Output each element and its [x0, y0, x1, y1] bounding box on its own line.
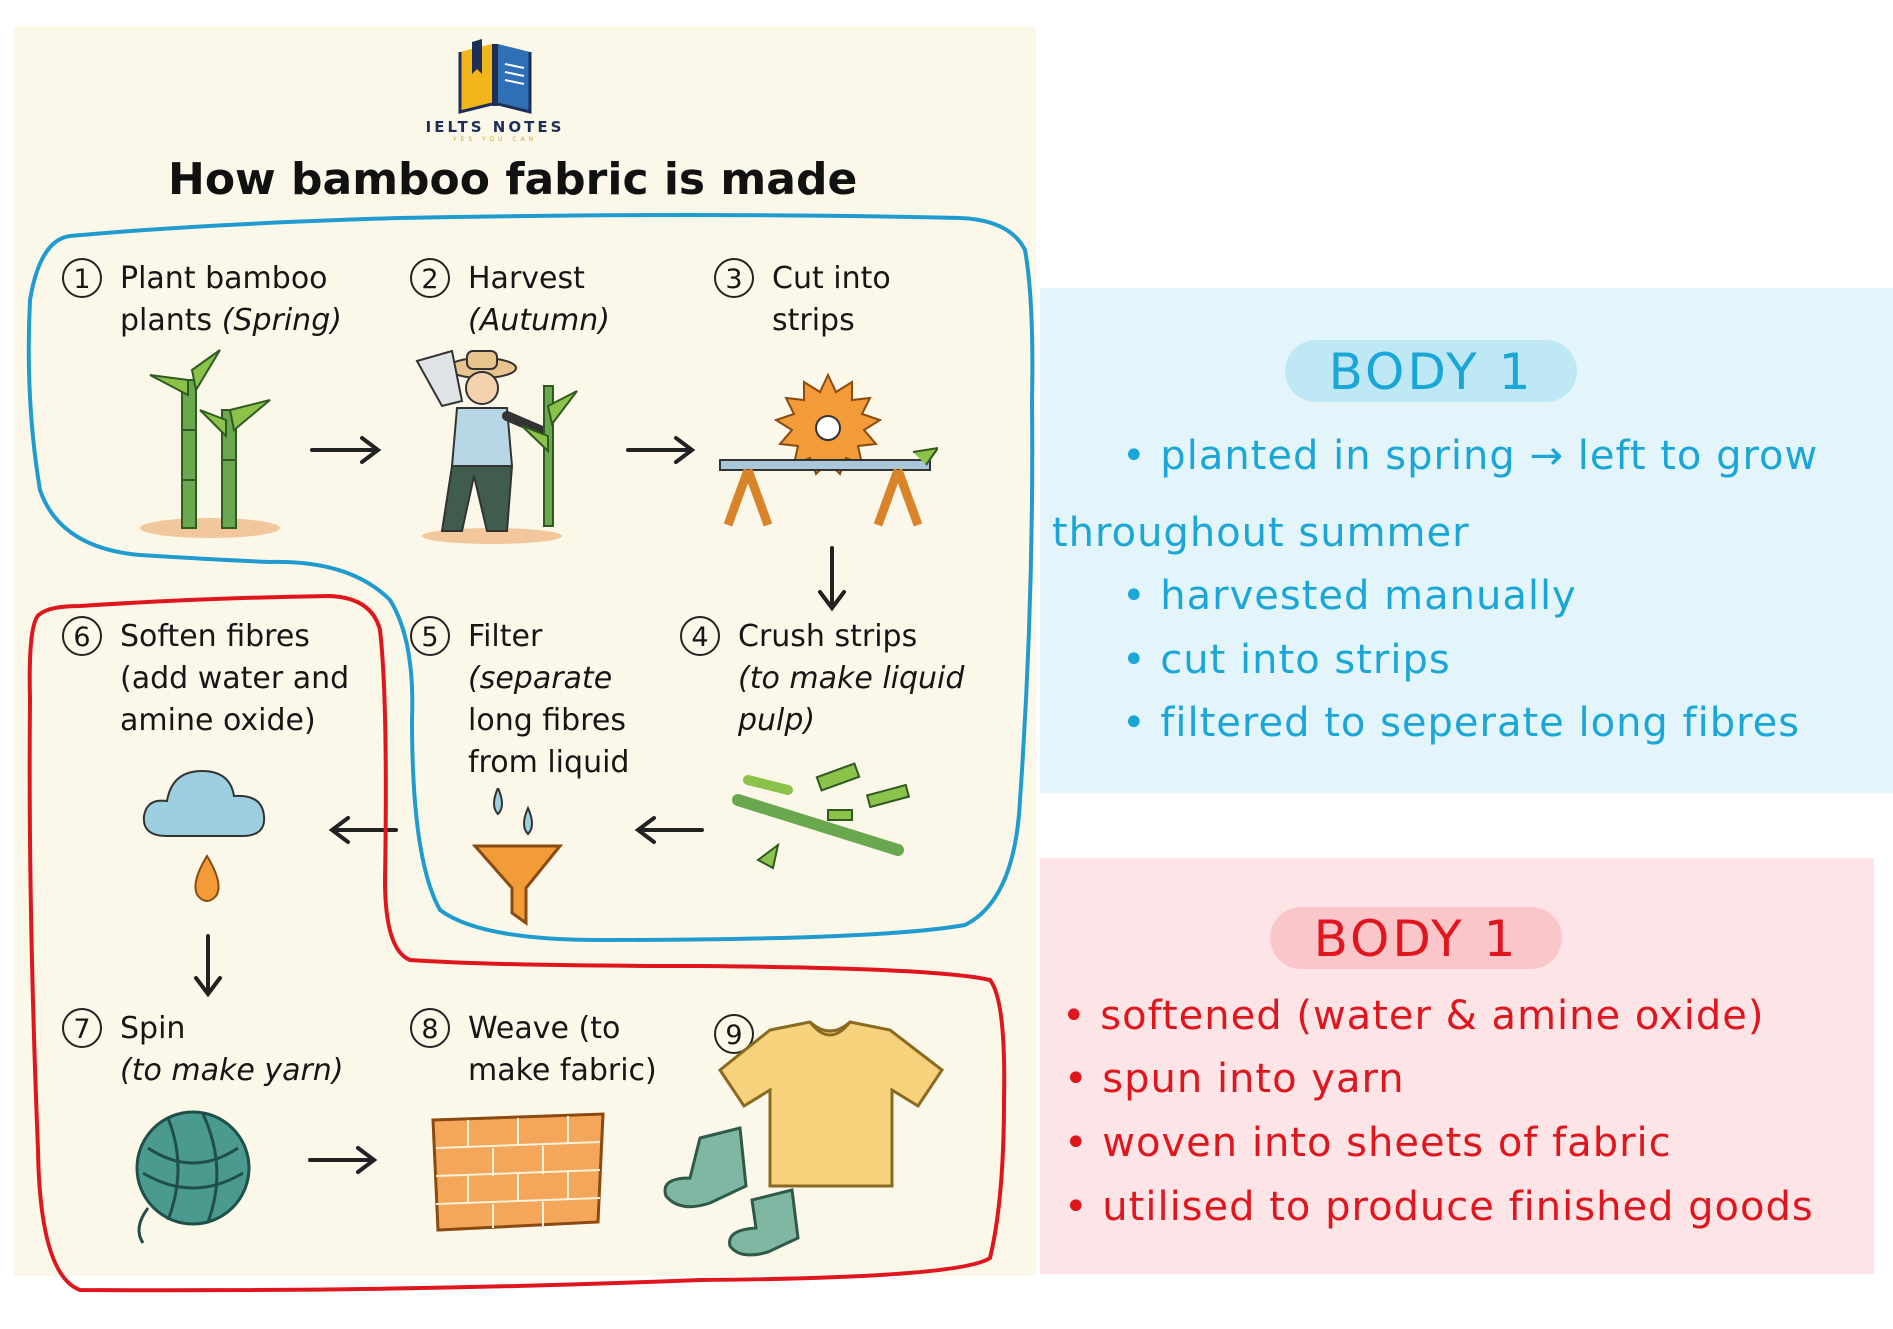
- brand-name: IELTS NOTES: [425, 118, 565, 136]
- farmer-harvesting-icon: [415, 349, 578, 544]
- step-7-detail: (to make yarn): [120, 1053, 344, 1088]
- step-6-line2: (add water and: [120, 661, 350, 696]
- step-3-line1: Cut into: [772, 261, 891, 296]
- woven-fabric-icon: [431, 1112, 605, 1232]
- blue-note-line-3: • harvested manually: [1122, 573, 1577, 619]
- red-note-line-3: • woven into sheets of fabric: [1064, 1120, 1672, 1166]
- step-1-line1: Plant bamboo: [120, 261, 328, 296]
- yarn-ball-icon: [135, 1110, 251, 1244]
- step-8-number: 8: [410, 1008, 450, 1048]
- red-note-line-2: • spun into yarn: [1064, 1056, 1405, 1102]
- step-8-line1: Weave (to: [468, 1011, 621, 1046]
- blue-note-line-4: • cut into strips: [1122, 637, 1451, 683]
- cloud-water-icon: [142, 769, 266, 902]
- step-5-line3: long fibres: [468, 703, 626, 738]
- step-5-number: 5: [410, 616, 450, 656]
- red-heading: BODY 1: [1270, 907, 1562, 969]
- step-4-detail2: pulp): [738, 703, 816, 738]
- step-1-season: (Spring): [221, 303, 342, 338]
- step-5-line1: Filter: [468, 619, 543, 654]
- step-2-number: 2: [410, 258, 450, 298]
- step-7-number: 7: [62, 1008, 102, 1048]
- blue-note-line-2: throughout summer: [1052, 510, 1470, 556]
- step-7-line1: Spin: [120, 1011, 186, 1046]
- step-4-detail1: (to make liquid: [738, 661, 965, 696]
- step-8-line2: make fabric): [468, 1053, 657, 1088]
- step-5-line4: from liquid: [468, 745, 630, 780]
- step-5-detail1: (separate: [468, 661, 613, 696]
- step-3-number: 3: [714, 258, 754, 298]
- step-6-number: 6: [62, 616, 102, 656]
- bamboo-plants-icon: [140, 349, 280, 538]
- diagram-title: How bamboo fabric is made: [168, 154, 858, 205]
- crushed-strips-icon: [732, 762, 911, 870]
- step-4-line1: Crush strips: [738, 619, 918, 654]
- step-6-line3: amine oxide): [120, 703, 316, 738]
- saw-cutting-icon: [719, 372, 938, 527]
- step-3-line2: strips: [772, 303, 855, 338]
- blue-note-line-1: • planted in spring → left to grow: [1122, 433, 1819, 479]
- filter-funnel-icon: [471, 788, 564, 926]
- red-note-line-4: • utilised to produce finished goods: [1064, 1184, 1814, 1230]
- step-1-number: 1: [62, 258, 102, 298]
- brand-tagline: YES YOU CAN: [452, 136, 538, 143]
- clothing-icon: [663, 1020, 945, 1257]
- step-2-season: (Autumn): [468, 303, 610, 338]
- blue-heading: BODY 1: [1285, 340, 1577, 402]
- book-logo-icon: [458, 39, 532, 114]
- step-6-line1: Soften fibres: [120, 619, 310, 654]
- step-2-line1: Harvest: [468, 261, 585, 296]
- step-4-number: 4: [680, 616, 720, 656]
- step-1-line2: plants: [120, 303, 213, 338]
- red-note-line-1: • softened (water & amine oxide): [1062, 993, 1765, 1039]
- blue-note-line-5: • filtered to seperate long fibres: [1122, 700, 1801, 746]
